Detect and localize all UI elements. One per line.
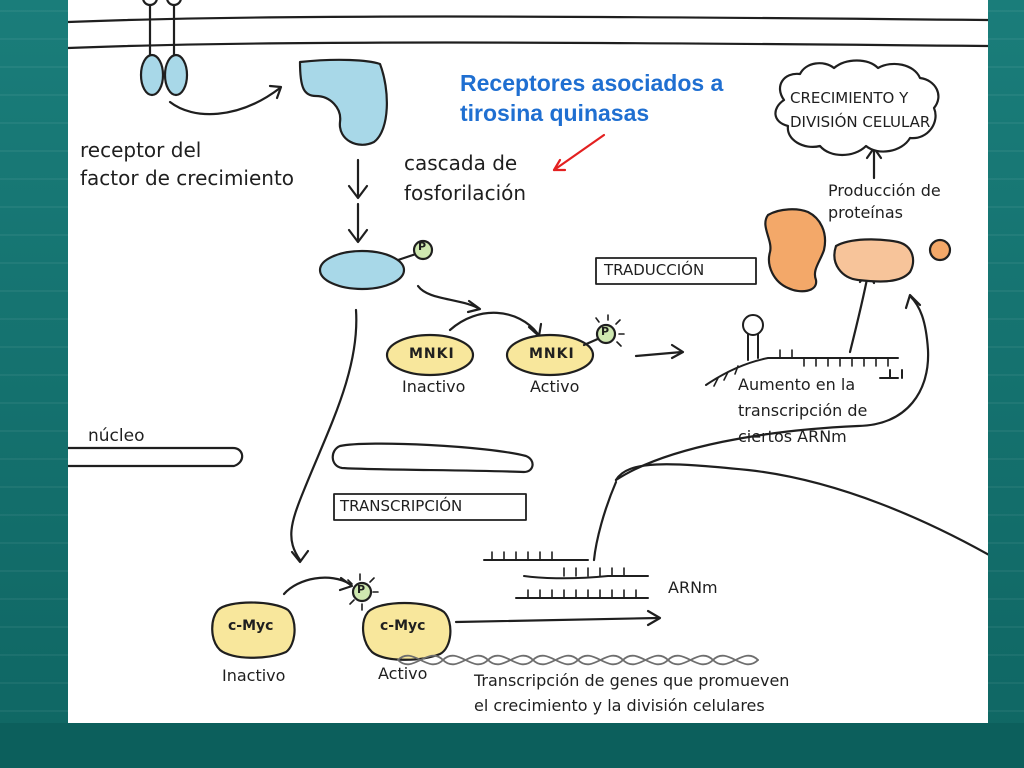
cmyc-active-tag: c-Myc <box>380 618 426 634</box>
translation-label: TRADUCCIÓN <box>604 261 705 279</box>
phosphate-label-mnk: P <box>601 325 610 338</box>
blue-kinase <box>318 249 406 291</box>
gene-transcription-label: Transcripción de genes que promueven el … <box>474 671 790 715</box>
translation-box <box>595 257 757 285</box>
mrna-increase-label: Aumento en la transcripción de ciertos A… <box>738 375 868 446</box>
growth-cloud <box>774 59 940 157</box>
protein-light <box>833 238 915 283</box>
nucleus-membrane-middle <box>331 442 534 474</box>
mnk-active-tag: MNKI <box>529 346 575 362</box>
growth-factor-shape <box>298 58 388 146</box>
growth-factor-receptor <box>139 0 189 97</box>
protein-production-label: Producción de proteínas <box>828 181 941 222</box>
mrna-hairpin <box>705 314 903 387</box>
cell-membrane-outer <box>68 15 988 24</box>
page-title: Receptores asociados a tirosina quinasas <box>460 70 724 126</box>
phosphate-mnk <box>595 323 617 345</box>
cell-membrane-inner <box>68 41 988 50</box>
mnk-active <box>505 333 595 377</box>
cmyc-active-label: Activo <box>378 664 428 683</box>
receptor-to-growth-factor-arrow <box>168 86 282 116</box>
mrna-strands <box>483 551 649 599</box>
cascade-label: cascada de fosforilación <box>404 151 527 205</box>
receptor-label: receptor del factor de crecimiento <box>80 138 295 190</box>
dna-strands <box>397 654 759 666</box>
phosphate-label-blue: P <box>418 240 427 253</box>
transcription-box <box>333 493 527 521</box>
phosphate-cmyc <box>351 581 373 603</box>
cmyc-active <box>362 601 452 661</box>
phosphate-label-cmyc: P <box>357 583 366 596</box>
cmyc-inactive-label: Inactivo <box>222 666 286 685</box>
mnk-active-label: Activo <box>530 377 580 396</box>
red-pointer-arrow <box>552 133 606 172</box>
diagram-canvas: Receptores asociados a tirosina quinasas… <box>68 0 988 723</box>
protein-orange <box>764 208 827 293</box>
slide-bottom-band <box>0 723 1024 768</box>
cmyc-inactive-tag: c-Myc <box>228 618 274 634</box>
mnk-inactive <box>385 333 475 377</box>
growth-division-label: CRECIMIENTO Y DIVISIÓN CELULAR <box>790 89 931 131</box>
nucleus-membrane-right <box>614 463 988 556</box>
mnk-inactive-label: Inactivo <box>402 377 466 396</box>
transcription-label: TRANSCRIPCIÓN <box>340 497 463 515</box>
nucleus-membrane-left <box>68 446 244 468</box>
pathway-diagram <box>68 0 988 666</box>
cmyc-inactive <box>211 601 296 659</box>
mnk-inactive-tag: MNKI <box>409 346 455 362</box>
phosphate-blue <box>412 239 434 261</box>
nucleus-label: núcleo <box>88 426 145 446</box>
mrna-label: ARNm <box>668 578 718 597</box>
protein-small <box>928 238 952 262</box>
